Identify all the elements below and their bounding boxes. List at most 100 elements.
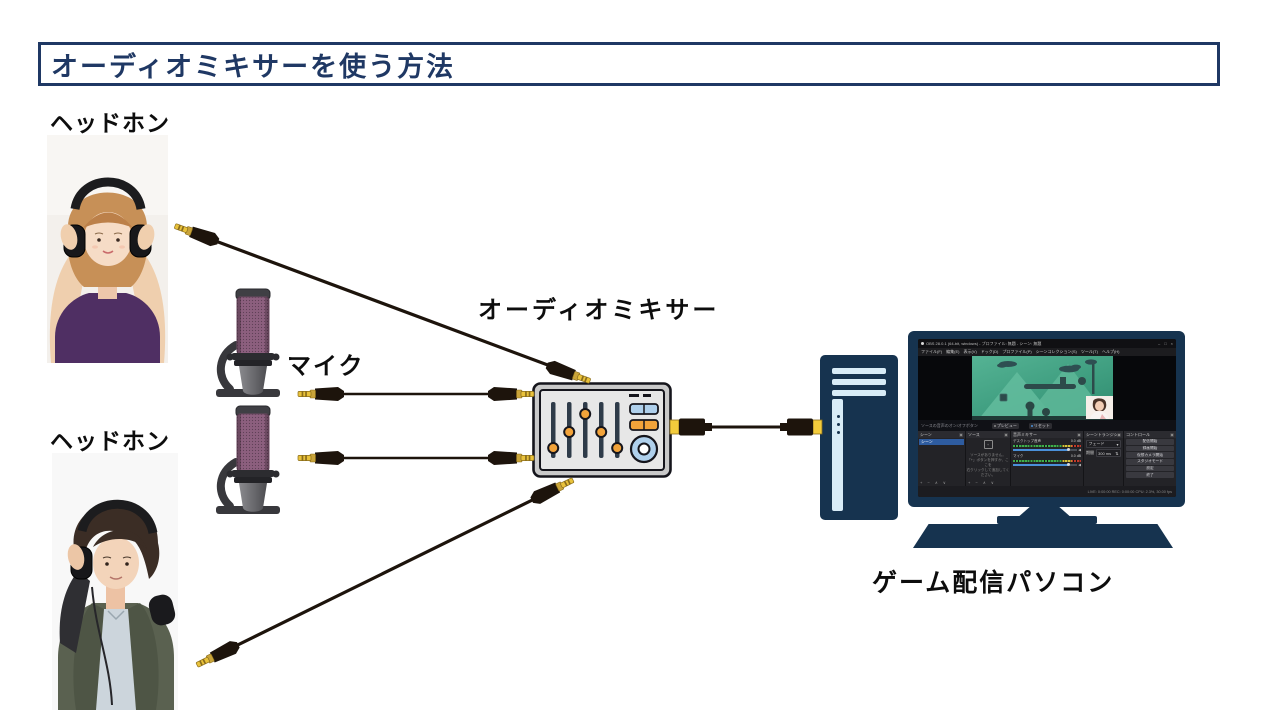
minimize-icon: –: [1158, 341, 1161, 346]
obs-titlebar: OBS 28.0.1 (64-bit, windows) - プロファイル: 無…: [918, 339, 1176, 348]
meter-label-row: デスクトップ音声 0.0 dB: [1013, 439, 1081, 444]
webcam-overlay: [1086, 396, 1113, 419]
panel-menu-icon: ▣: [1077, 432, 1081, 437]
left-eye: [97, 238, 101, 242]
character-body: [1027, 409, 1033, 416]
pc-tower: [820, 355, 898, 520]
panel-menu-icon: ▣: [1170, 432, 1174, 437]
reset-button: リセット: [1028, 422, 1052, 429]
transition-duration-row: 期間 300 ms ⇅: [1086, 449, 1121, 457]
flag-pole: [1092, 362, 1095, 394]
panel-dash-2: [643, 394, 651, 397]
menu-dock: ドック(D): [980, 349, 999, 354]
reset-button-label: リセット: [1033, 422, 1050, 428]
hint-line: ソースがありません。: [970, 453, 1006, 457]
tower-port-dot: [836, 415, 840, 418]
panel-menu-icon: ▣: [959, 432, 963, 437]
menu-tools: ツール(T): [1080, 349, 1098, 354]
right-hand: [137, 224, 155, 250]
mic-icon-1: [216, 289, 280, 397]
panel-menu-icon: ▣: [1117, 432, 1121, 437]
fader-knobs: [547, 408, 624, 454]
tower-port-dot: [836, 423, 840, 426]
meter-value: 0.0 dB: [1070, 439, 1081, 443]
right-brow: [113, 232, 123, 235]
obs-logo-icon: [921, 342, 924, 345]
blush-right: [119, 245, 125, 249]
raised-arm-sleeve: [59, 571, 90, 653]
headphones-label-top: ヘッドホン: [50, 110, 170, 136]
left-hand: [60, 224, 78, 250]
obs-preview-toolbar: ソースの音声のオン/オフボタン プレビュー リセット: [918, 420, 1176, 431]
headphone-cable: [91, 586, 113, 706]
page-title: オーディオミキサーを使う方法: [51, 51, 456, 82]
studio-mode-button: スタジオモード: [1126, 458, 1174, 465]
purple-shirt: [55, 293, 160, 363]
add-source-icon: +: [983, 440, 993, 449]
smile: [102, 250, 114, 254]
obs-menubar: ファイル(F) 編集(E) 表示(V) ドック(D) プロファイル(P) シーン…: [918, 348, 1176, 356]
slider-knob: [1067, 448, 1070, 452]
slider-fill: [1013, 449, 1069, 451]
scenes-header-label: シーン: [920, 431, 932, 437]
duration-field: 300 ms ⇅: [1095, 449, 1121, 457]
obs-window-title: OBS 28.0.1 (64-bit, windows) - プロファイル: 無…: [926, 340, 1042, 346]
transitions-header: シーントランジション ▣: [1084, 431, 1123, 438]
scenes-header: シーン ▣: [918, 431, 965, 438]
menu-profile: プロファイル(P): [1002, 349, 1032, 354]
scene-list-item-selected: シーン: [919, 439, 964, 445]
menu-scene-collection: シーンコレクション(S): [1035, 349, 1077, 354]
sources-header-label: ソース: [968, 431, 980, 437]
controls-header: コントロール ▣: [1124, 431, 1176, 438]
right-eye: [116, 238, 120, 242]
blush-left: [92, 245, 98, 249]
menu-edit: 編集(E): [946, 349, 960, 354]
face: [84, 212, 132, 266]
transition-select: フェード ▾: [1086, 440, 1121, 448]
volume-slider: ◀: [1013, 463, 1081, 467]
left-eye: [105, 562, 109, 566]
sources-header: ソース ▣: [966, 431, 1010, 438]
duration-label: 期間: [1086, 450, 1094, 455]
pc-label: ゲーム配信パソコン: [872, 569, 1115, 597]
exit-button: 終了: [1126, 472, 1174, 479]
speaker-icon: ◀: [1078, 448, 1081, 452]
menu-file: ファイル(F): [921, 349, 943, 354]
duration-value: 300 ms: [1098, 450, 1112, 456]
photo-man-headphones: [52, 453, 178, 710]
cloud: [997, 361, 1017, 368]
meter-label-row: マイク 0.0 dB: [1013, 454, 1081, 459]
tower-vent-stripe: [832, 368, 886, 374]
game-capture: [972, 356, 1113, 420]
settings-button: 設定: [1126, 465, 1174, 472]
volume-meter: [1013, 444, 1081, 447]
ground: [972, 416, 1113, 420]
face: [93, 537, 139, 589]
title-box: オーディオミキサーを使う方法: [38, 42, 1220, 86]
sources-panel: ソース ▣ + ソースがありません。 「+」ボタンを押すか、ここを 右クリックし…: [966, 431, 1010, 486]
hint-line: 右クリックして追加してください。: [966, 468, 1010, 478]
slider-fill: [1013, 464, 1069, 466]
volume-meter: [1013, 459, 1081, 462]
audio-mixer-header: 音声ミキサー ▣: [1011, 431, 1083, 438]
reset-button-icon: [1030, 424, 1033, 427]
cloud: [1059, 364, 1081, 373]
jacket-lapel-right: [128, 603, 159, 710]
transitions-header-label: シーントランジション: [1086, 431, 1118, 437]
volume-slider: ◀: [1013, 448, 1081, 452]
obs-preview-area: [918, 356, 1176, 420]
meter-label: マイク: [1013, 454, 1024, 458]
headphone-band: [70, 177, 146, 211]
audio-mixer-icon: [532, 382, 672, 478]
menu-view: 表示(V): [963, 349, 977, 354]
character: [1025, 401, 1035, 411]
chevron-down-icon: ▾: [1116, 441, 1119, 447]
bangs: [83, 212, 133, 228]
tower-vent-stripe: [832, 379, 886, 385]
smile: [109, 576, 123, 580]
tower-front-panel: [832, 399, 843, 511]
meter-desktop-audio: デスクトップ音声 0.0 dB ◀: [1013, 439, 1081, 452]
start-streaming-button: 配信開始: [1126, 438, 1174, 445]
monitor-stand-bar: [997, 516, 1097, 524]
bangs: [93, 530, 147, 549]
